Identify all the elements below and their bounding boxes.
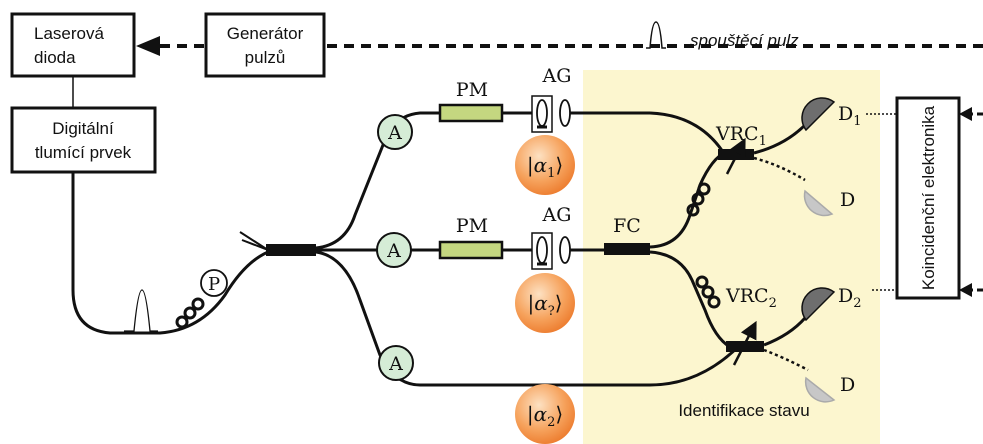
arrow-icon bbox=[959, 283, 972, 297]
d1-label: D1 bbox=[838, 103, 862, 129]
vrc1-to-d1 bbox=[753, 123, 807, 155]
state-alpha1: |α1⟩ bbox=[515, 135, 575, 195]
phase-modulator-middle bbox=[438, 240, 504, 260]
splitter-input-tip bbox=[239, 231, 269, 251]
arrow-icon bbox=[959, 107, 972, 121]
input-fiber bbox=[71, 172, 269, 335]
state-identification-region bbox=[583, 70, 880, 444]
fiber-pulse-icon bbox=[124, 289, 158, 332]
pulse-generator-label-2: pulzů bbox=[245, 48, 286, 67]
vrc2-tuning-arrow bbox=[732, 320, 757, 366]
detector-icon bbox=[804, 376, 836, 403]
lower-branch-fiber bbox=[315, 250, 742, 387]
d-label-lower: D bbox=[840, 374, 855, 396]
detector-icon bbox=[801, 97, 836, 132]
amplitude-modulator-lower bbox=[378, 345, 414, 381]
svg-text:|α2⟩: |α2⟩ bbox=[527, 402, 563, 430]
aperture-icon bbox=[531, 95, 571, 133]
laser-diode-box bbox=[10, 12, 136, 78]
attenuator-label-2: tlumící prvek bbox=[35, 143, 132, 162]
fiber-coil-icon bbox=[686, 182, 721, 309]
vrc2-coupler bbox=[726, 341, 764, 352]
d2-label: D2 bbox=[838, 285, 862, 311]
state-identification-label: Identifikace stavu bbox=[678, 401, 809, 420]
upper-arm-curve bbox=[649, 111, 727, 156]
aperture-icon bbox=[531, 232, 571, 270]
amplitude-label-middle: A bbox=[386, 240, 401, 262]
laser-diode-label-2: dioda bbox=[34, 48, 76, 67]
pm-label-upper: PM bbox=[456, 79, 488, 101]
svg-text:|α?⟩: |α?⟩ bbox=[527, 291, 562, 319]
ag-label-middle: AG bbox=[542, 204, 572, 226]
vrc1-label: VRC1 bbox=[715, 123, 767, 149]
fc-lower-output bbox=[649, 250, 731, 349]
digital-attenuator-box bbox=[10, 106, 157, 174]
polarizer-circle bbox=[200, 269, 228, 297]
fiber-coupler bbox=[604, 243, 650, 255]
trigger-pulse-label: spouštěcí pulz bbox=[690, 31, 799, 50]
amplitude-label-upper: A bbox=[387, 122, 402, 144]
coincidence-label: Koincidenční elektronika bbox=[919, 105, 938, 290]
amplitude-modulator-middle bbox=[376, 232, 412, 268]
vrc2-to-d bbox=[763, 348, 809, 372]
fiber-coil-icon bbox=[175, 297, 205, 329]
vrc2-to-d2 bbox=[763, 317, 807, 347]
trigger-arrow-head bbox=[136, 36, 160, 56]
state-alpha-unknown: |α?⟩ bbox=[515, 273, 575, 333]
pulse-generator-box bbox=[204, 12, 326, 78]
pulse-generator-label-1: Generátor bbox=[227, 24, 304, 43]
detector-icon bbox=[803, 189, 834, 217]
amplitude-label-lower: A bbox=[388, 353, 403, 375]
svg-text:|α1⟩: |α1⟩ bbox=[527, 153, 563, 181]
pm-label-middle: PM bbox=[456, 215, 488, 237]
splitter-coupler bbox=[266, 244, 316, 256]
polarizer-label: P bbox=[208, 274, 220, 295]
pulse-icon bbox=[646, 21, 666, 49]
vrc2-label: VRC2 bbox=[725, 285, 777, 311]
vrc1-to-d bbox=[753, 156, 806, 182]
vrc1-tuning-arrow bbox=[725, 137, 746, 175]
ag-label-upper: AG bbox=[542, 65, 572, 87]
amplitude-modulator-upper bbox=[377, 114, 413, 150]
attenuator-label-1: Digitální bbox=[52, 119, 114, 138]
detector-icon bbox=[801, 287, 836, 322]
fc-upper-output bbox=[649, 150, 727, 249]
phase-modulator-upper bbox=[438, 103, 504, 123]
laser-diode-label-1: Laserová bbox=[34, 24, 104, 43]
coincidence-electronics-box bbox=[895, 96, 961, 300]
fc-label: FC bbox=[613, 215, 641, 237]
d-label-upper: D bbox=[840, 189, 855, 211]
state-alpha2: |α2⟩ bbox=[515, 384, 575, 444]
